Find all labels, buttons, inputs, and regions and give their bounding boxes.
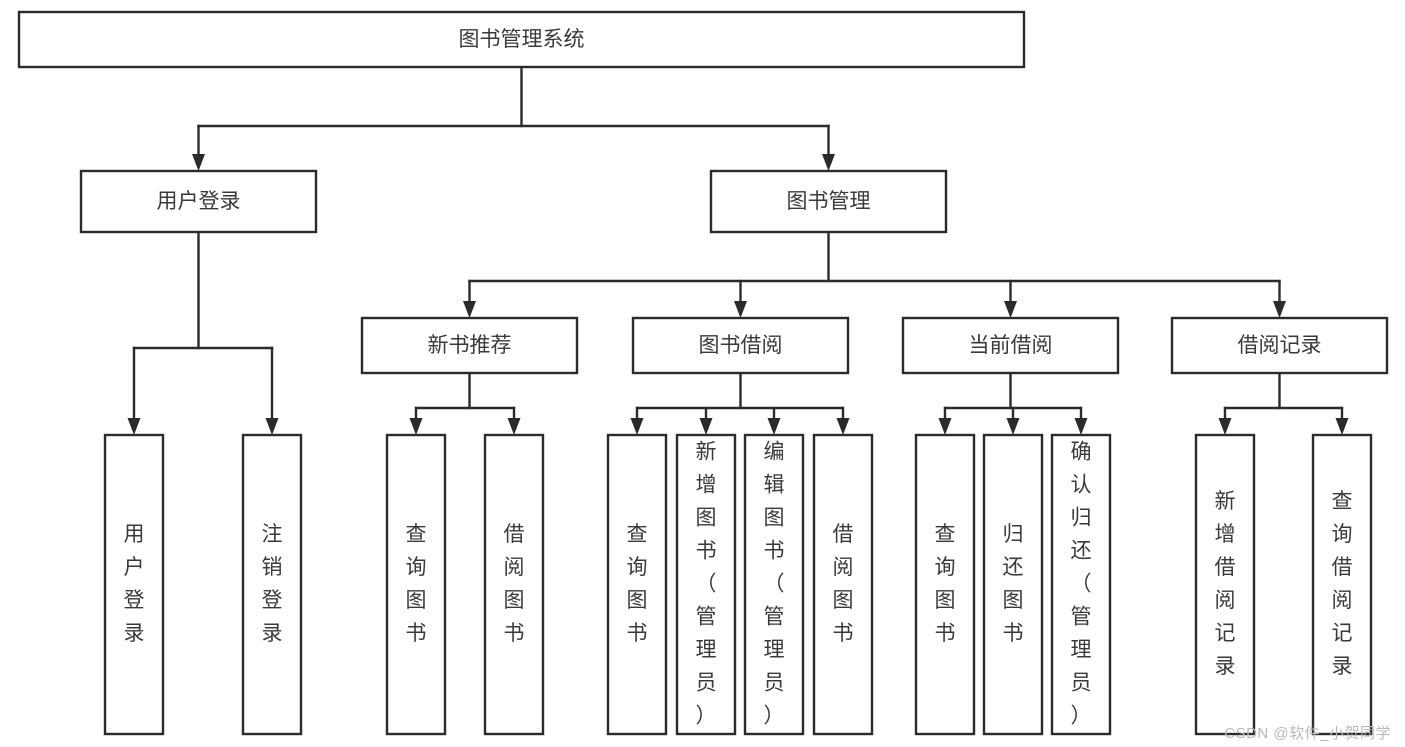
node-label: 查询借阅记录 [1332,490,1353,678]
node-label: 图书借阅 [699,334,783,357]
node-label: 归还图书 [1003,523,1024,645]
node-box [743,433,805,736]
node-current-borrow[interactable]: 当前借阅 [901,316,1120,375]
node-box [1194,433,1256,736]
node-box [385,433,447,736]
node-leaf-add-book[interactable]: 新增图书（管理员） [675,433,737,736]
arrowhead-icon [1074,418,1088,435]
node-borrow-record[interactable]: 借阅记录 [1170,316,1389,375]
node-label: 确认归还（管理员） [1071,440,1092,727]
node-box [79,169,318,234]
arrowhead-icon [1335,418,1349,435]
node-box [360,316,579,375]
node-leaf-borrow-book-2[interactable]: 借阅图书 [812,433,874,736]
node-label: 查询图书 [406,523,427,645]
arrowhead-icon [630,418,644,435]
node-leaf-query-book-2[interactable]: 查询图书 [606,433,668,736]
arrowhead-icon [409,418,423,435]
arrowhead-icon [836,418,850,435]
node-label: 图书管理系统 [459,28,585,51]
connectors-layer [127,65,1349,435]
node-label: 查询图书 [627,523,648,645]
node-label: 当前借阅 [969,334,1053,357]
node-box [812,433,874,736]
node-label: 用户登录 [157,190,241,213]
node-label: 图书管理 [787,190,871,213]
node-leaf-borrow-book-1[interactable]: 借阅图书 [483,433,545,736]
node-new-book-rec[interactable]: 新书推荐 [360,316,579,375]
node-leaf-user-login[interactable]: 用户登录 [103,433,165,736]
node-box [675,433,737,736]
arrowhead-icon [1218,418,1232,435]
node-book-borrow[interactable]: 图书借阅 [631,316,850,375]
arrowhead-icon [822,154,835,171]
node-label: 新增图书（管理员） [696,440,717,727]
node-label: 借阅记录 [1238,334,1322,357]
node-label: 用户登录 [124,523,145,645]
node-root[interactable]: 图书管理系统 [17,10,1026,69]
arrowhead-icon [127,418,141,435]
node-box [103,433,165,736]
arrowhead-icon [767,418,781,435]
arrowhead-icon [734,301,747,318]
arrowhead-icon [699,418,713,435]
arrowhead-icon [192,154,205,171]
node-label: 借阅图书 [833,523,854,645]
node-box [241,433,303,736]
arrowhead-icon [265,418,279,435]
node-label: 注销登录 [262,523,283,645]
node-box [901,316,1120,375]
node-label: 新书推荐 [428,334,512,357]
node-box [1050,433,1112,736]
node-box [606,433,668,736]
node-box [631,316,850,375]
node-box [914,433,976,736]
node-leaf-user-logout[interactable]: 注销登录 [241,433,303,736]
node-box [982,433,1044,736]
node-book-manage[interactable]: 图书管理 [709,169,948,234]
node-box [17,10,1026,69]
node-label: 新增借阅记录 [1215,490,1236,678]
node-user-login[interactable]: 用户登录 [79,169,318,234]
arrowhead-icon [463,301,476,318]
arrowhead-icon [507,418,521,435]
node-label: 借阅图书 [504,523,525,645]
node-leaf-add-record[interactable]: 新增借阅记录 [1194,433,1256,736]
node-leaf-return-book[interactable]: 归还图书 [982,433,1044,736]
node-leaf-query-book-1[interactable]: 查询图书 [385,433,447,736]
node-box [1311,433,1373,736]
node-leaf-edit-book[interactable]: 编辑图书（管理员） [743,433,805,736]
watermark: CSDN @软件_小贺同学 [1224,725,1391,742]
node-label: 查询图书 [935,523,956,645]
arrowhead-icon [1273,301,1286,318]
node-leaf-query-book-3[interactable]: 查询图书 [914,433,976,736]
nodes-layer: 图书管理系统用户登录图书管理新书推荐图书借阅当前借阅借阅记录用户登录注销登录查询… [17,10,1389,736]
node-box [709,169,948,234]
node-leaf-confirm-return[interactable]: 确认归还（管理员） [1050,433,1112,736]
node-box [1170,316,1389,375]
arrowhead-icon [1006,418,1020,435]
arrowhead-icon [938,418,952,435]
arrowhead-icon [1004,301,1017,318]
node-leaf-query-record[interactable]: 查询借阅记录 [1311,433,1373,736]
node-box [483,433,545,736]
node-label: 编辑图书（管理员） [764,440,785,727]
